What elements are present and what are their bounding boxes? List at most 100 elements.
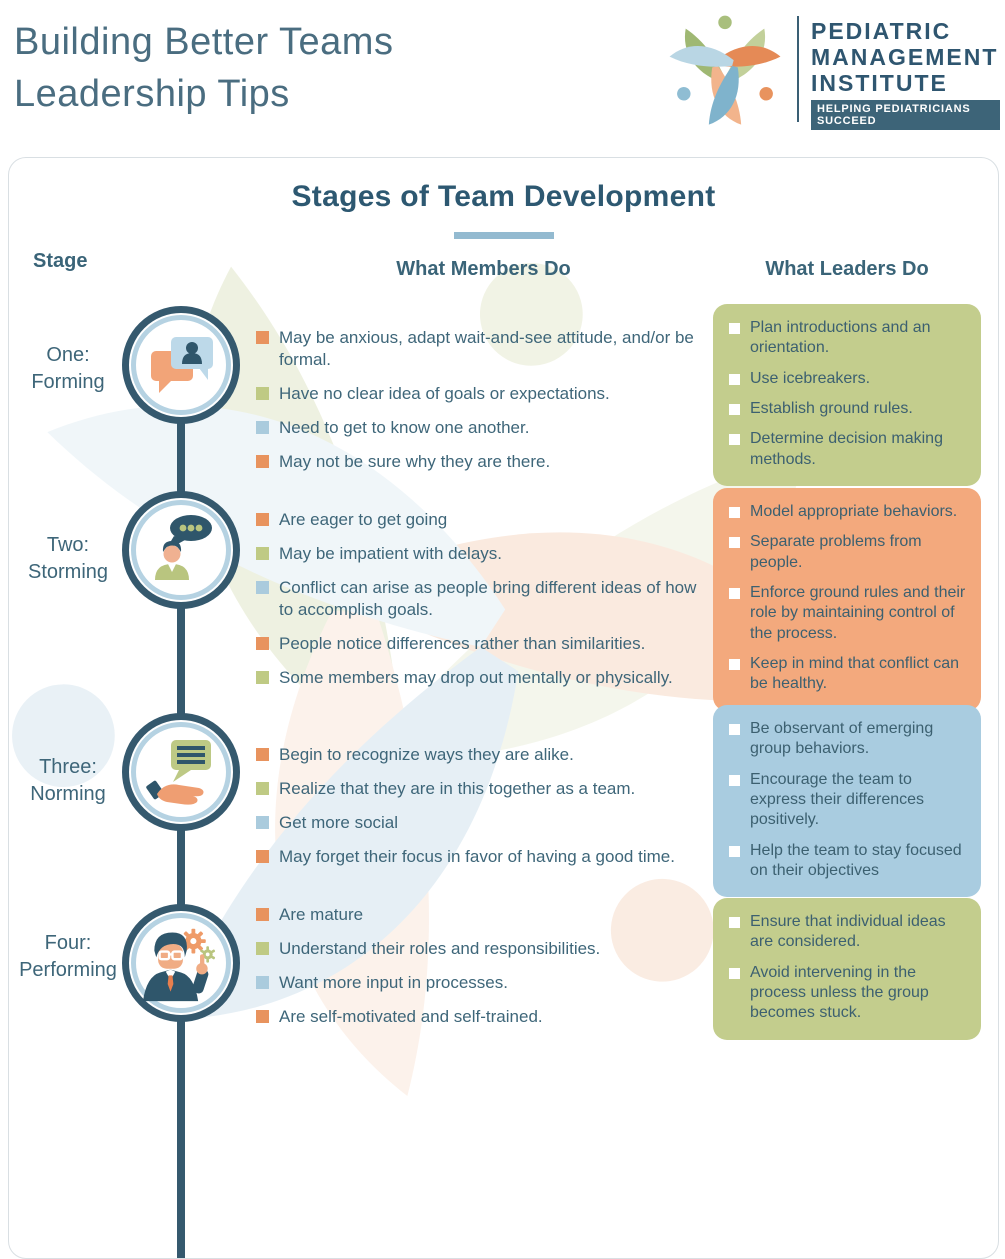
bullet-square	[256, 671, 269, 685]
member-text: Want more input in processes.	[279, 973, 508, 993]
bullet-square	[256, 782, 269, 796]
bullet-square	[256, 850, 269, 864]
leader-text: Avoid intervening in the process unless …	[750, 963, 929, 1022]
leader-text: Help the team to stay focused on their o…	[750, 841, 962, 879]
bullet-square	[729, 967, 740, 979]
bullet-square	[729, 434, 740, 446]
stage4-circle	[122, 904, 240, 1022]
person-with-gears-icon	[142, 928, 216, 1002]
list-item: Some members may drop out mentally or ph…	[256, 667, 714, 689]
list-item: May be anxious, adapt wait-and-see attit…	[256, 327, 714, 371]
members-list-norming: Begin to recognize ways they are alike. …	[256, 744, 714, 880]
member-text: Are eager to get going	[279, 510, 448, 529]
stage1-circle	[122, 306, 240, 424]
members-list-performing: Are mature Understand their roles and re…	[256, 904, 714, 1040]
list-item: Are mature	[256, 904, 714, 926]
leader-text: Ensure that individual ideas are conside…	[750, 913, 946, 951]
list-item: Conflict can arise as people bring diffe…	[256, 577, 714, 621]
list-item: May be impatient with delays.	[256, 543, 714, 565]
bullet-square	[256, 331, 269, 344]
title-underline	[453, 232, 554, 239]
stage1-number: One:	[46, 344, 90, 366]
list-item: Avoid intervening in the process unless …	[729, 963, 967, 1024]
leader-text: Keep in mind that conflict can be health…	[750, 654, 960, 693]
bullet-square	[256, 942, 269, 956]
leaders-box-forming: Plan introductions and an orientation. U…	[713, 304, 981, 486]
column-header-stage: Stage	[33, 250, 88, 272]
bullet-square	[256, 1010, 269, 1024]
member-text: May forget their focus in favor of havin…	[279, 847, 675, 867]
stage-label-storming: Two: Storming	[9, 532, 127, 586]
bullet-square	[256, 387, 269, 401]
page-title: Building Better Teams Leadership Tips	[14, 16, 393, 120]
bullet-square	[256, 421, 269, 435]
leader-text: Enforce ground rules and their role by m…	[750, 583, 966, 642]
list-item: May not be sure why they are there.	[256, 451, 714, 473]
leader-text: Model appropriate behaviors.	[750, 503, 958, 520]
list-item: Plan introductions and an orientation.	[729, 318, 967, 359]
leaders-box-norming: Be observant of emerging group behaviors…	[713, 705, 981, 898]
leaders-box-storming: Model appropriate behaviors. Separate pr…	[713, 488, 981, 711]
bullet-square	[256, 455, 269, 469]
list-item: Use icebreakers.	[729, 369, 967, 389]
leaders-box-performing: Ensure that individual ideas are conside…	[713, 898, 981, 1040]
list-item: Ensure that individual ideas are conside…	[729, 912, 967, 953]
bullet-square	[729, 774, 740, 786]
list-item: Have no clear idea of goals or expectati…	[256, 383, 714, 405]
member-text: Have no clear idea of goals or expectati…	[279, 384, 610, 404]
stages-card: Stages of Team Development Stage What Me…	[8, 157, 999, 1259]
stage4-number: Four:	[44, 932, 92, 954]
leader-text: Separate problems from people.	[750, 533, 922, 571]
stage2-circle	[122, 491, 240, 609]
list-item: May forget their focus in favor of havin…	[256, 846, 714, 868]
bullet-square	[256, 637, 269, 651]
member-text: Need to get to know one another.	[279, 418, 530, 438]
list-item: Realize that they are in this together a…	[256, 778, 714, 800]
bullet-square	[256, 748, 269, 761]
hand-offering-list-icon	[146, 740, 211, 805]
bullet-square	[729, 403, 740, 415]
bullet-square	[256, 513, 269, 526]
stage-label-performing: Four: Performing	[9, 930, 127, 984]
member-text: Get more social	[279, 813, 399, 833]
leader-text: Determine decision making methods.	[750, 430, 943, 468]
member-text: Conflict can arise as people bring diffe…	[279, 578, 697, 620]
member-text: Some members may drop out mentally or ph…	[279, 668, 673, 688]
chat-bubbles-icon	[151, 337, 213, 393]
logo-divider	[797, 16, 799, 122]
bullet-square	[729, 373, 740, 385]
member-text: May not be sure why they are there.	[279, 452, 551, 472]
list-item: People notice differences rather than si…	[256, 633, 714, 655]
organization-logo: PEDIATRIC MANAGEMENT INSTITUTE HELPING P…	[655, 6, 1000, 136]
leader-text: Plan introductions and an orientation.	[750, 319, 931, 357]
page-title-line1: Building Better Teams	[14, 21, 394, 63]
stage-label-forming: One: Forming	[9, 342, 127, 396]
three-figures-star-icon	[669, 15, 781, 125]
logo-tagline: HELPING PEDIATRICIANS SUCCEED	[811, 100, 1000, 130]
stage-label-norming: Three: Norming	[9, 754, 127, 808]
list-item: Help the team to stay focused on their o…	[729, 841, 967, 882]
list-item: Need to get to know one another.	[256, 417, 714, 439]
list-item: Enforce ground rules and their role by m…	[729, 583, 967, 644]
member-text: Begin to recognize ways they are alike.	[279, 745, 574, 764]
column-header-members: What Members Do	[396, 258, 571, 280]
person-speech-bubble-icon	[155, 515, 212, 580]
bullet-square	[729, 845, 740, 857]
stage2-name: Storming	[27, 561, 109, 583]
member-text: Realize that they are in this together a…	[279, 779, 636, 799]
leader-text: Encourage the team to express their diff…	[750, 770, 925, 829]
list-item: Are eager to get going	[256, 509, 714, 531]
list-item: Determine decision making methods.	[729, 429, 967, 470]
members-list-forming: May be anxious, adapt wait-and-see attit…	[256, 327, 714, 485]
member-text: May be anxious, adapt wait-and-see attit…	[279, 328, 694, 370]
list-item: Keep in mind that conflict can be health…	[729, 654, 967, 695]
bullet-square	[729, 537, 740, 549]
bullet-square	[729, 917, 740, 928]
list-item: Begin to recognize ways they are alike.	[256, 744, 714, 766]
member-text: May be impatient with delays.	[279, 544, 502, 564]
list-item: Want more input in processes.	[256, 972, 714, 994]
leader-text: Use icebreakers.	[750, 369, 871, 387]
stage3-number: Three:	[39, 756, 97, 778]
member-text: Understand their roles and responsibilit…	[279, 939, 601, 959]
bullet-square	[256, 581, 269, 595]
